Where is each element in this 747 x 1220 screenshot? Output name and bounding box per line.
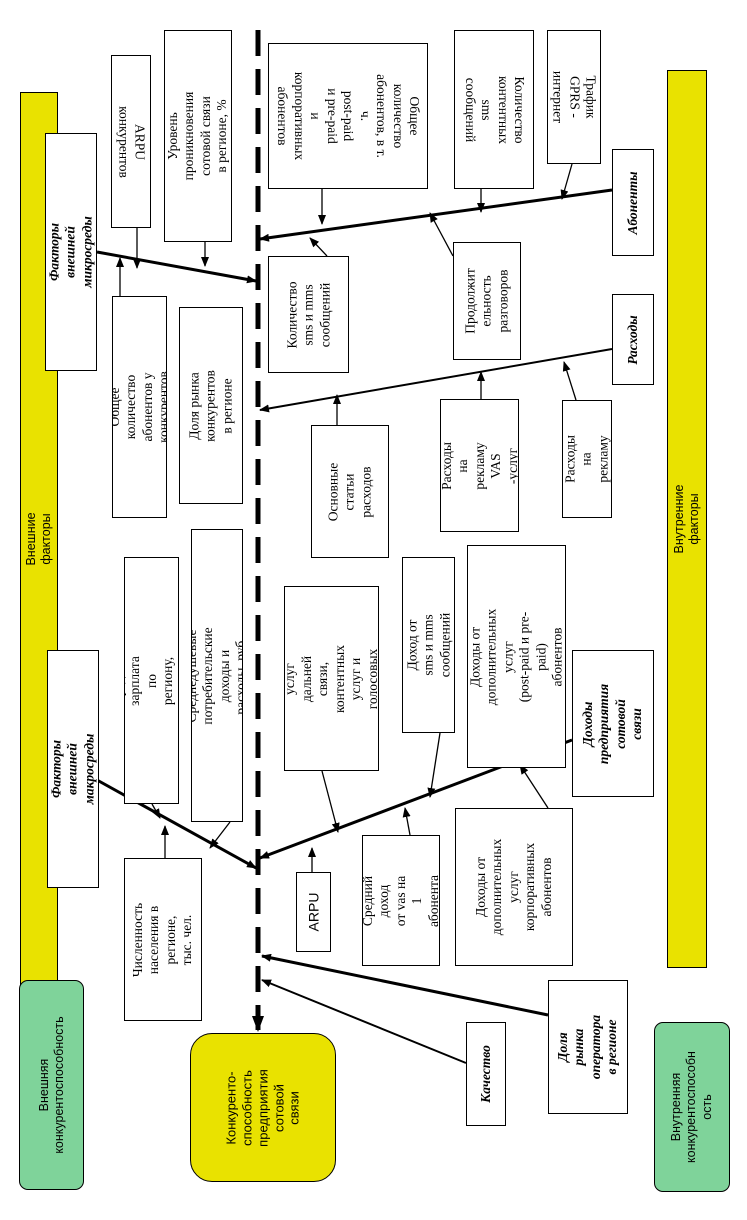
corporate-income-box: Доходы от дополнительных услуг корпорати…	[455, 808, 573, 966]
quality-group: Качество	[466, 1022, 506, 1126]
external-competitiveness-box: Внешняя конкурентоспособность	[19, 980, 84, 1190]
long-distance-income-box: Доходы от услуг дальней связи, контентны…	[284, 586, 379, 771]
branch-macro-bottom	[96, 778, 257, 870]
market-share-group: Доля рынка оператора в регионе	[548, 980, 628, 1114]
population-box: Численность населения в регионе, тыс. че…	[124, 858, 202, 1021]
competitor-market-share-box: Доля рынка конкурентов в регионе	[179, 307, 243, 504]
branch-market-share	[261, 953, 549, 1017]
gprs-traffic-box: Трафик GPRS - интернет	[547, 30, 601, 164]
avg-salary-box: Средняя зарплата по региону, руб.	[124, 557, 179, 804]
branch-subscribers	[259, 188, 613, 242]
revenues-group: Доходы предприятия сотовой связи	[572, 650, 654, 797]
expenses-group: Расходы	[612, 294, 654, 385]
arpu-box: ARPU	[296, 872, 331, 952]
sms-mms-count-box: Количество sms и mms сообщений	[268, 256, 349, 373]
total-subscribers-box: Общее количество абонентов, в т. ч. post…	[268, 43, 428, 189]
main-expenses-box: Основные статьи расходов	[311, 425, 389, 558]
subscribers-group: Абоненты	[612, 149, 654, 256]
vas-income-box: Средний доход от vas на 1 абонента	[362, 835, 440, 966]
branch-quality	[261, 979, 467, 1064]
penetration-box: Уровень проникновения сотовой связи в ре…	[164, 30, 232, 242]
branch-expenses	[259, 348, 613, 413]
sms-income-box: Доход от sms и mms сообщений	[402, 557, 455, 733]
competitiveness-box: Конкуренто- способность предприятия сото…	[190, 1033, 336, 1182]
macro-factors-bottom: Факторы внешней макросреды	[47, 650, 99, 888]
internal-competitiveness-box: Внутренняя конкурентоспособн ость	[654, 1022, 730, 1192]
competitor-subscribers-box: Общее количество абонентов у конкурентов	[112, 296, 167, 518]
per-capita-income-box: Среднедушевые потребительские доходы и р…	[191, 529, 243, 822]
macro-factors-top: Факторы внешней микросреды	[45, 133, 97, 371]
call-duration-box: Продолжит ельность разговоров	[453, 242, 521, 360]
extra-services-income-box: Доходы от дополнительных услуг (post-pai…	[467, 545, 566, 768]
vas-ads-box: Расходы на рекламу VAS -услуг	[440, 399, 519, 532]
arpu-competitors-box: ARPU конкурентов	[111, 55, 151, 228]
internal-factors-bar: Внутренние факторы	[667, 70, 707, 968]
content-sms-box: Количество контентных sms сообщений	[454, 30, 534, 189]
branch-macro-top	[96, 250, 257, 284]
ads-expenses-box: Расходы на рекламу	[562, 400, 612, 518]
